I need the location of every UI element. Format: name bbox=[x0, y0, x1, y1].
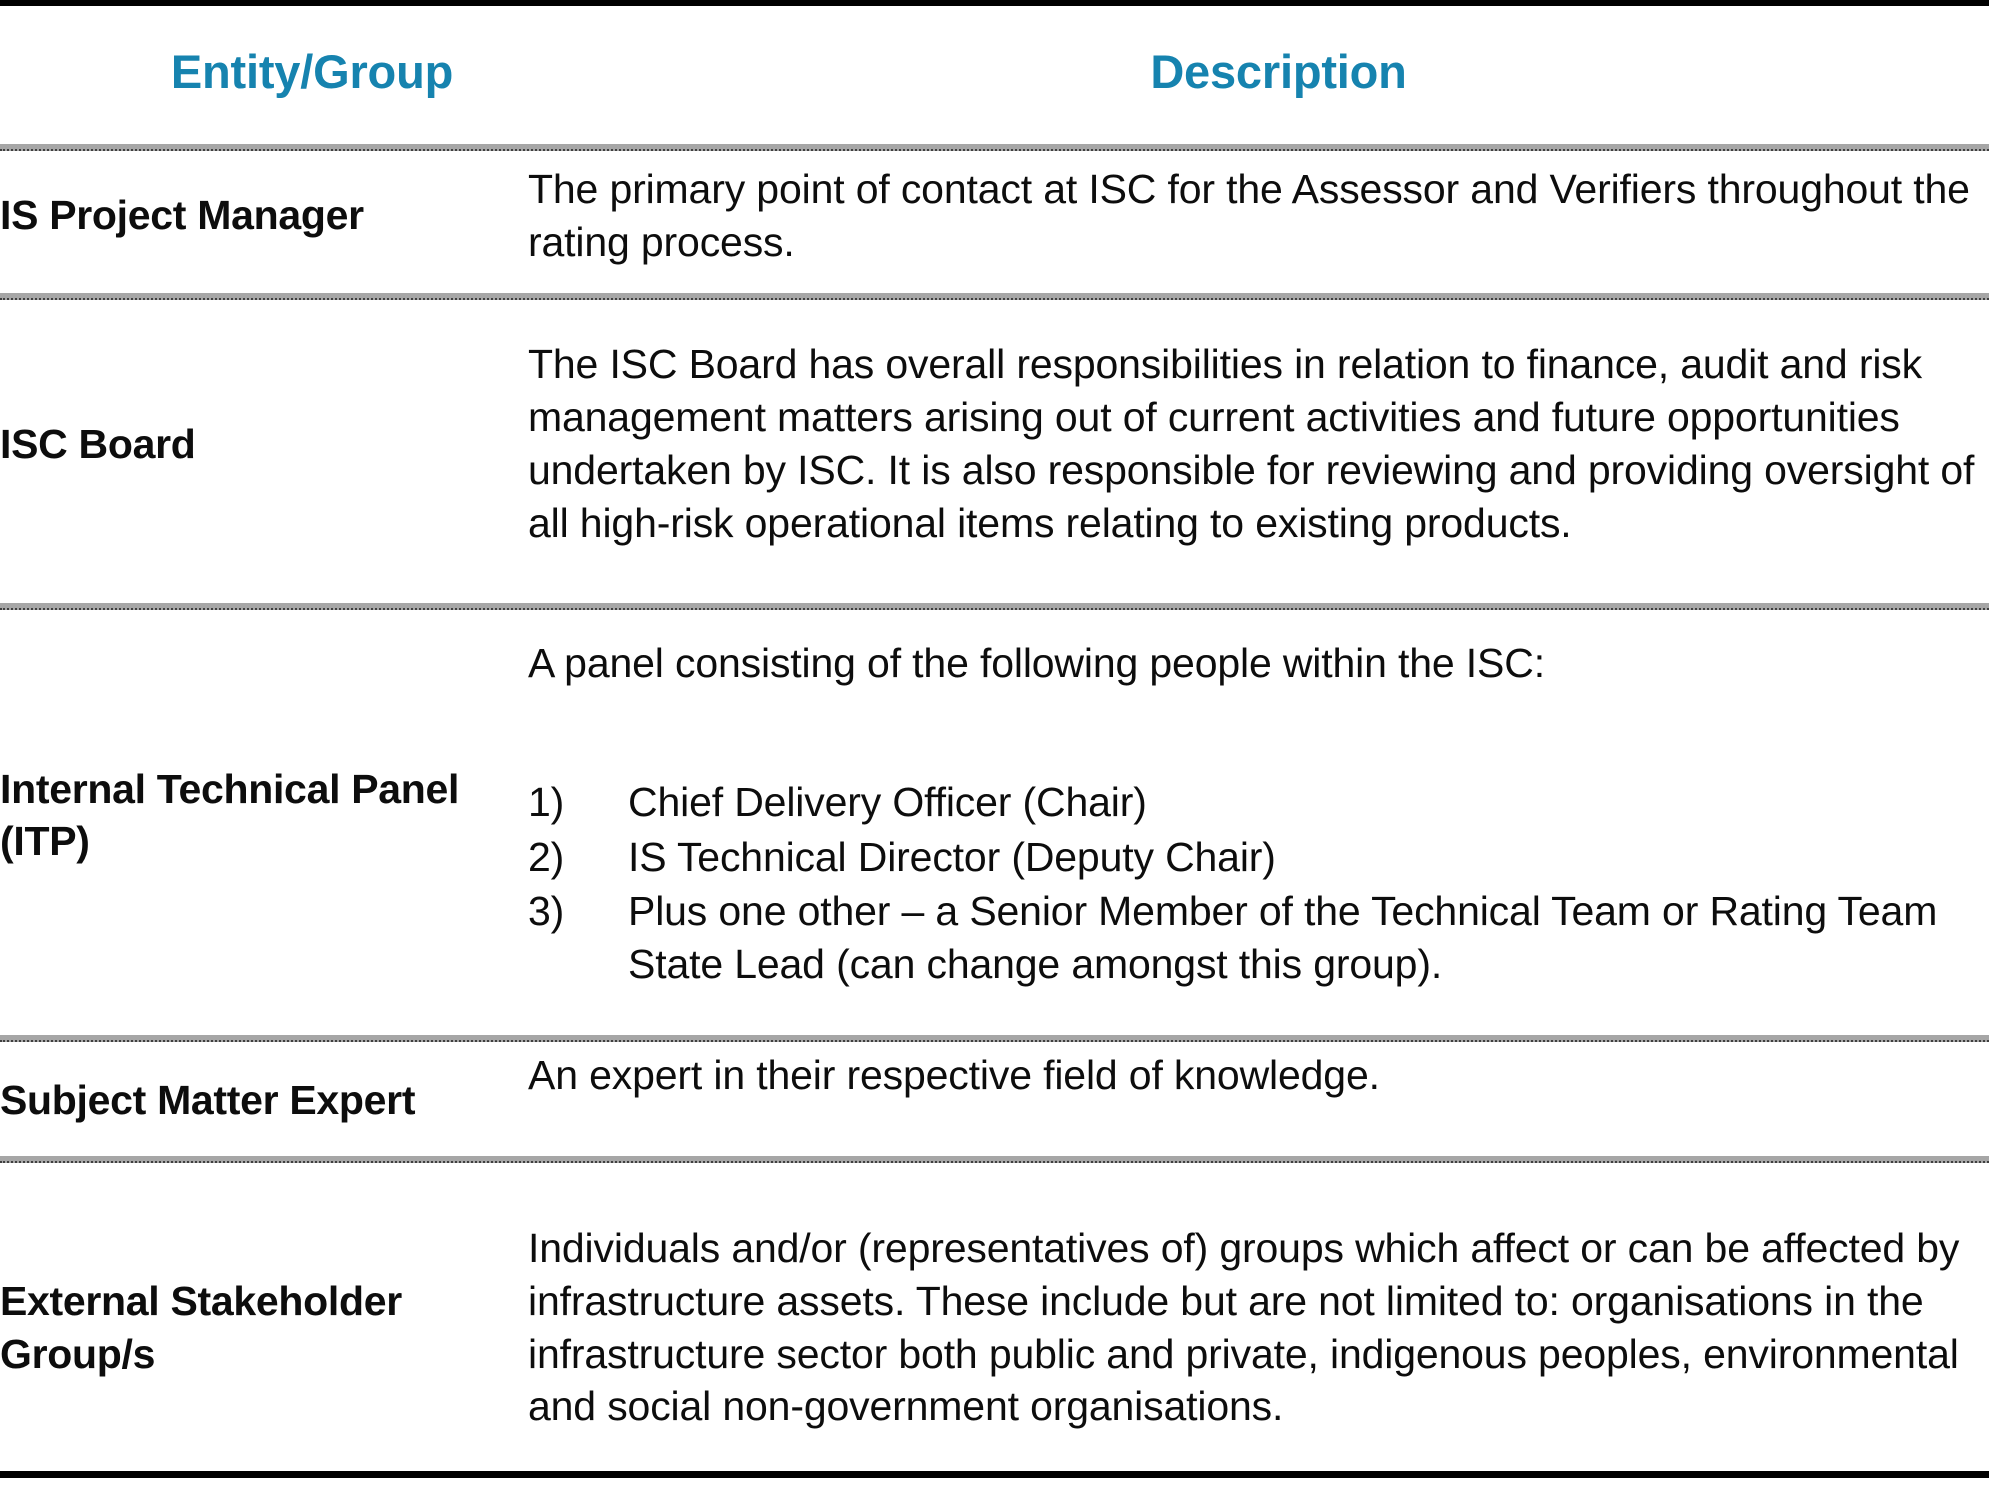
description-cell: The ISC Board has overall responsibiliti… bbox=[528, 289, 1989, 599]
column-header-description: Description bbox=[528, 2, 1989, 142]
table-row: Subject Matter Expert An expert in their… bbox=[0, 1031, 1989, 1170]
entity-label: Subject Matter Expert bbox=[0, 1077, 416, 1124]
column-header-entity: Entity/Group bbox=[0, 2, 528, 142]
table-body: IS Project Manager The primary point of … bbox=[0, 142, 1989, 1485]
list-item: 3) Plus one other – a Senior Member of t… bbox=[528, 885, 1989, 991]
list-marker: 1) bbox=[528, 778, 565, 825]
list-item-text: IS Technical Director (Deputy Chair) bbox=[628, 833, 1276, 880]
column-header-entity-label: Entity/Group bbox=[170, 45, 454, 99]
description-cell: The primary point of contact at ISC for … bbox=[528, 142, 1989, 289]
list-item: 1) Chief Delivery Officer (Chair) bbox=[528, 776, 1989, 829]
table-head: Entity/Group Description bbox=[0, 2, 1989, 142]
table-row: IS Project Manager The primary point of … bbox=[0, 142, 1989, 289]
entity-label: ISC Board bbox=[0, 420, 196, 467]
column-header-description-label: Description bbox=[1150, 45, 1407, 99]
table-header-row: Entity/Group Description bbox=[0, 2, 1989, 142]
list-item-text: Chief Delivery Officer (Chair) bbox=[628, 778, 1147, 825]
row-separator-3 bbox=[0, 1035, 1989, 1042]
entity-cell: IS Project Manager bbox=[0, 142, 528, 289]
row-separator-4 bbox=[0, 1156, 1989, 1163]
entity-cell: ISC Board bbox=[0, 289, 528, 599]
table-row: External Stakeholder Group/s Individuals… bbox=[0, 1170, 1989, 1485]
entity-label: IS Project Manager bbox=[0, 192, 364, 239]
entity-cell: Subject Matter Expert bbox=[0, 1031, 528, 1170]
description-cell: A panel consisting of the following peop… bbox=[528, 599, 1989, 1031]
list-item: 2) IS Technical Director (Deputy Chair) bbox=[528, 831, 1989, 884]
table-top-border bbox=[0, 0, 1989, 6]
row-separator-1 bbox=[0, 293, 1989, 300]
table-row: Internal Technical Panel (ITP) A panel c… bbox=[0, 599, 1989, 1031]
description-text: An expert in their respective field of k… bbox=[528, 1052, 1380, 1098]
list-marker: 2) bbox=[528, 833, 565, 880]
row-separator-header bbox=[0, 144, 1989, 151]
table-row: ISC Board The ISC Board has overall resp… bbox=[0, 289, 1989, 599]
entity-cell: Internal Technical Panel (ITP) bbox=[0, 599, 528, 1031]
list-item-text: Plus one other – a Senior Member of the … bbox=[628, 888, 1938, 988]
list-marker: 3) bbox=[528, 888, 565, 935]
row-separator-2 bbox=[0, 603, 1989, 610]
entity-cell: External Stakeholder Group/s bbox=[0, 1170, 528, 1485]
description-intro-text: A panel consisting of the following peop… bbox=[528, 639, 1545, 686]
description-text: The primary point of contact at ISC for … bbox=[528, 165, 1970, 265]
panel-member-list: 1) Chief Delivery Officer (Chair) 2) IS … bbox=[528, 776, 1989, 992]
description-text: The ISC Board has overall responsibiliti… bbox=[528, 341, 1975, 546]
entity-label: Internal Technical Panel (ITP) bbox=[0, 765, 460, 864]
table-bottom-border bbox=[0, 1471, 1989, 1478]
description-cell: An expert in their respective field of k… bbox=[528, 1031, 1989, 1170]
description-text: Individuals and/or (representatives of) … bbox=[528, 1224, 1960, 1430]
entity-label: External Stakeholder Group/s bbox=[0, 1278, 402, 1377]
description-cell: Individuals and/or (representatives of) … bbox=[528, 1170, 1989, 1485]
